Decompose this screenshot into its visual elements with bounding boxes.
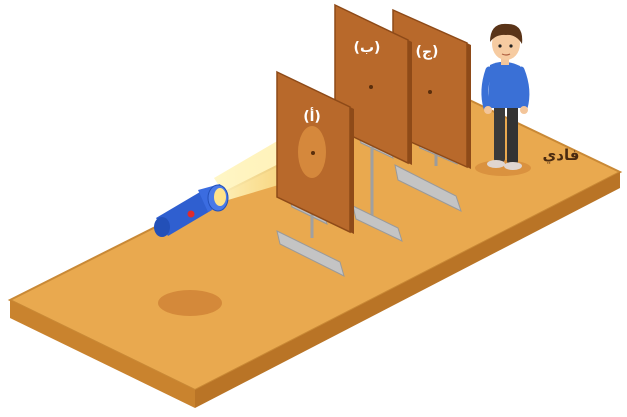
light-spot [158,290,222,316]
flashlight-switch [188,211,195,218]
card-b-label: (ب) [354,40,381,56]
child-name-label: فادي [543,146,580,165]
hole-a [311,151,315,155]
card-a-label: (أ) [303,107,321,125]
hole-c [428,90,432,94]
hole-b [369,85,373,89]
card-c-label: (ج) [416,44,439,60]
